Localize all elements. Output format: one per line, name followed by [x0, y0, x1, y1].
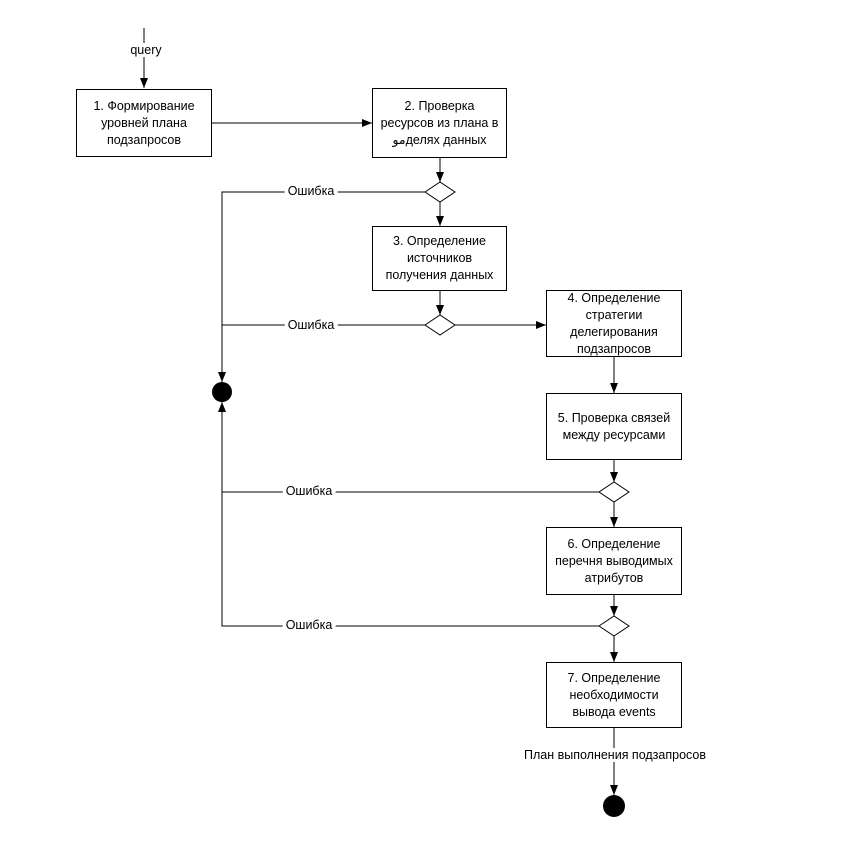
edge-decision4-error-to-merge: [221, 492, 599, 627]
decision-3-diamond: [598, 481, 630, 503]
error-label-2: Ошибка: [284, 318, 338, 332]
node-6-box: 6. Определение перечня выводимых атрибут…: [546, 527, 682, 595]
edge-decision3-error-to-merge: [218, 402, 599, 493]
error-label-3: Ошибка: [282, 484, 336, 498]
decision-4-diamond: [598, 615, 630, 637]
node-1-box: 1. Формирование уровней плана подзапросо…: [76, 89, 212, 157]
node-5-box: 5. Проверка связей между ресурсами: [546, 393, 682, 460]
decision-2-diamond: [424, 314, 456, 336]
node-2-box: 2. Проверка ресурсов из плана в موделях …: [372, 88, 507, 158]
error-label-4: Ошибка: [282, 618, 336, 632]
error-label-1: Ошибка: [284, 184, 338, 198]
end-result-label: План выполнения подзапросов: [520, 748, 710, 762]
node-3-box: 3. Определение источников получения данн…: [372, 226, 507, 291]
activity-final-node: [603, 795, 625, 817]
edge-decision1-error-to-merge: [218, 191, 425, 382]
node-7-box: 7. Определение необходимости вывода even…: [546, 662, 682, 728]
error-merge-final-node: [212, 382, 232, 402]
decision-1-diamond: [424, 181, 456, 203]
start-query-label: query: [127, 43, 165, 57]
node-4-box: 4. Определение стратегии делегирования п…: [546, 290, 682, 357]
